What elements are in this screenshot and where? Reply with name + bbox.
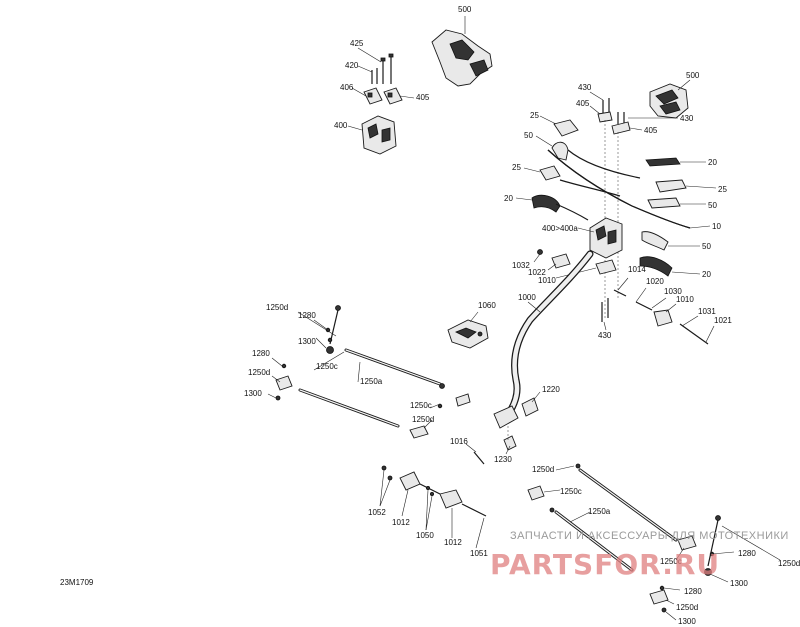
tie-rod-left-group bbox=[267, 305, 471, 439]
callout-1220: 1220 bbox=[542, 385, 560, 394]
callout-1021: 1021 bbox=[714, 316, 732, 325]
watermark-brand: PARTSFOR.RU bbox=[490, 548, 720, 581]
callout-50-a: 50 bbox=[524, 131, 533, 140]
riser-block-400a bbox=[589, 217, 623, 259]
callout-25-b: 25 bbox=[512, 163, 521, 172]
callout-1250c-b: 1250c bbox=[410, 401, 432, 410]
callout-400: 400 bbox=[334, 121, 348, 130]
callout-500-top: 500 bbox=[458, 5, 472, 14]
callout-500-right: 500 bbox=[686, 71, 700, 80]
callout-1014: 1014 bbox=[628, 265, 646, 274]
callout-1000: 1000 bbox=[518, 293, 536, 302]
cable-group bbox=[379, 465, 487, 549]
callout-20-a: 20 bbox=[708, 158, 717, 167]
callout-1010-a: 1010 bbox=[538, 276, 556, 285]
callout-1250c-d: 1250c bbox=[660, 557, 682, 566]
callout-1022: 1022 bbox=[528, 268, 546, 277]
callout-50-b: 50 bbox=[708, 201, 717, 210]
callout-1250d-f: 1250d bbox=[676, 603, 698, 612]
callout-20-c: 20 bbox=[702, 270, 711, 279]
callout-1300-a: 1300 bbox=[298, 337, 316, 346]
callout-1250c-c: 1250c bbox=[560, 487, 582, 496]
callout-1031: 1031 bbox=[698, 307, 716, 316]
callout-1032: 1032 bbox=[512, 261, 530, 270]
callout-25-a: 25 bbox=[530, 111, 539, 120]
callout-1060: 1060 bbox=[478, 301, 496, 310]
callout-430-mid: 430 bbox=[680, 114, 694, 123]
callout-1250d-d: 1250d bbox=[532, 465, 554, 474]
callout-50-c: 50 bbox=[702, 242, 711, 251]
callout-1250d-e: 1250d bbox=[778, 559, 800, 568]
callout-1020: 1020 bbox=[646, 277, 664, 286]
callout-420: 420 bbox=[345, 61, 359, 70]
callout-1250d-b: 1250d bbox=[248, 368, 270, 377]
callout-1016: 1016 bbox=[450, 437, 468, 446]
callout-1250c-a: 1250c bbox=[316, 362, 338, 371]
callout-10: 10 bbox=[712, 222, 721, 231]
watermark: ЗАПЧАСТИ И АКСЕССУАРЫ ДЛЯ МОТОТЕХНИКИ PA… bbox=[490, 530, 789, 581]
callout-1280-c: 1280 bbox=[738, 549, 756, 558]
callout-1300-b: 1300 bbox=[244, 389, 262, 398]
callout-1280-a: 1280 bbox=[298, 311, 316, 320]
callout-430-low: 430 bbox=[598, 331, 612, 340]
callout-430-top: 430 bbox=[578, 83, 592, 92]
callout-1300-c: 1300 bbox=[730, 579, 748, 588]
callout-1050: 1050 bbox=[416, 531, 434, 540]
callout-1230: 1230 bbox=[494, 455, 512, 464]
tie-rod-right-group bbox=[527, 463, 781, 621]
callout-400-400a: 400>400a bbox=[542, 224, 578, 233]
callout-labels: 500 425 420 406 405 400 430 405 430 405 … bbox=[244, 5, 800, 626]
callout-1250d-c: 1250d bbox=[412, 415, 434, 424]
callout-405-top: 405 bbox=[576, 99, 590, 108]
callout-1250a-a: 1250a bbox=[360, 377, 383, 386]
handlebar-assembly-group bbox=[515, 79, 717, 345]
handlebar-riser-group bbox=[347, 16, 493, 155]
watermark-tagline: ЗАПЧАСТИ И АКСЕССУАРЫ ДЛЯ МОТОТЕХНИКИ bbox=[510, 530, 789, 542]
diagram-reference-code: 23M1709 bbox=[60, 578, 94, 587]
callout-1052: 1052 bbox=[368, 508, 386, 517]
cover-1060 bbox=[447, 311, 489, 349]
callout-1030: 1030 bbox=[664, 287, 682, 296]
callout-1051: 1051 bbox=[470, 549, 488, 558]
callout-1012-a: 1012 bbox=[392, 518, 410, 527]
callout-20-b: 20 bbox=[504, 194, 513, 203]
callout-25-c: 25 bbox=[718, 185, 727, 194]
callout-1010-b: 1010 bbox=[676, 295, 694, 304]
callout-405-left: 405 bbox=[416, 93, 430, 102]
steering-column-group bbox=[465, 250, 594, 465]
callout-1280-d: 1280 bbox=[684, 587, 702, 596]
callout-1250d-a: 1250d bbox=[266, 303, 288, 312]
callout-1012-b: 1012 bbox=[444, 538, 462, 547]
callout-425: 425 bbox=[350, 39, 364, 48]
callout-1280-b: 1280 bbox=[252, 349, 270, 358]
callout-405-mid: 405 bbox=[644, 126, 658, 135]
callout-406: 406 bbox=[340, 83, 354, 92]
riser-block-400 bbox=[361, 115, 397, 155]
callout-1250a-b: 1250a bbox=[588, 507, 611, 516]
callout-1300-d: 1300 bbox=[678, 617, 696, 626]
